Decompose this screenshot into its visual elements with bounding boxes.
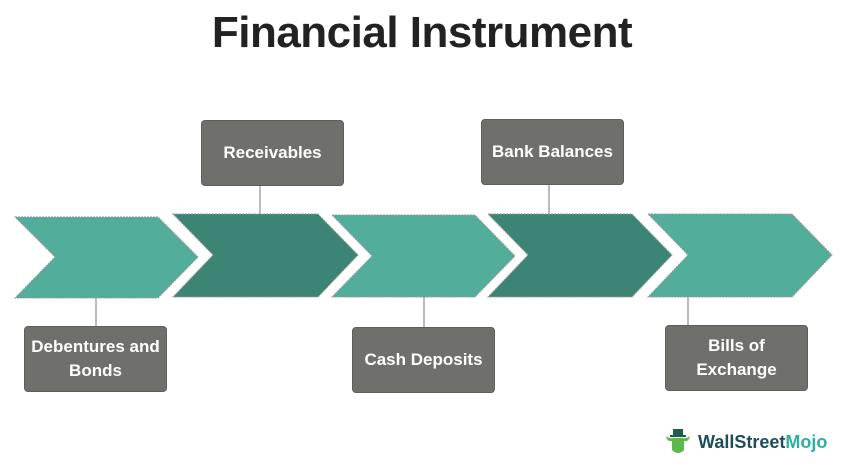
- chevron-5: [646, 213, 833, 298]
- chevron-1: [13, 216, 199, 299]
- chevron-4: [486, 213, 673, 298]
- chevron-2: [171, 213, 359, 298]
- step-box-bills-of-exchange: Bills of Exchange: [665, 325, 808, 391]
- diagram-title: Financial Instrument: [211, 8, 633, 57]
- step-box-bank-balances: Bank Balances: [481, 119, 624, 185]
- bull-mascot-icon: [666, 429, 690, 453]
- wallstreetmojo-logo: WallStreetMojo: [664, 428, 827, 456]
- step-box-debentures: Debentures and Bonds: [24, 326, 167, 392]
- logo-text-wallstreet: WallStreet: [698, 431, 786, 452]
- step-box-cash-deposits: Cash Deposits: [352, 327, 495, 393]
- logo-text-mojo: Mojo: [785, 431, 828, 452]
- step-box-receivables: Receivables: [201, 120, 344, 186]
- chevron-3: [330, 214, 516, 298]
